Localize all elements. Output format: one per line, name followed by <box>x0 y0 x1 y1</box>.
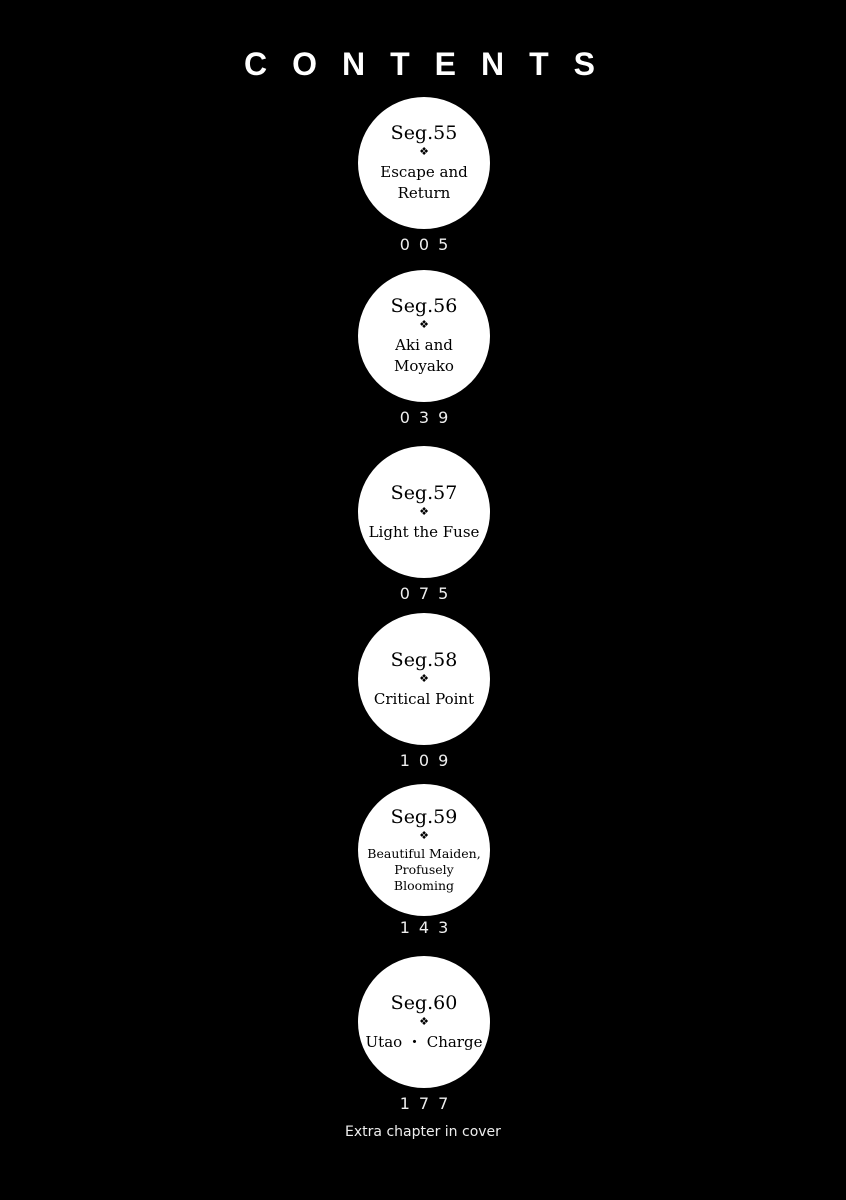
page-number: 177 <box>399 1094 458 1113</box>
ornament-icon: ❖ <box>419 671 429 685</box>
ornament-icon: ❖ <box>419 1014 429 1028</box>
ornament-icon: ❖ <box>419 318 429 331</box>
page-number: 039 <box>399 408 458 427</box>
chapter-entry[interactable]: Seg.58 ❖ Critical Point 109 <box>358 613 490 770</box>
chapter-entry[interactable]: Seg.59 ❖ Beautiful Maiden, Profusely Blo… <box>358 784 490 937</box>
chapter-entry[interactable]: Seg.55 ❖ Escape and Return 005 <box>358 97 490 254</box>
ornament-icon: ❖ <box>419 504 429 518</box>
chapter-number: Seg.57 <box>390 481 458 504</box>
chapter-number: Seg.56 <box>390 295 458 317</box>
ornament-icon: ❖ <box>419 829 429 842</box>
chapter-number: Seg.59 <box>390 806 458 828</box>
chapter-circle: Seg.59 ❖ Beautiful Maiden, Profusely Blo… <box>358 784 490 916</box>
page-number: 109 <box>399 751 458 770</box>
chapter-circle: Seg.60 ❖ Utao ・ Charge <box>358 956 490 1088</box>
page-number: 143 <box>399 918 458 937</box>
chapter-number: Seg.58 <box>390 648 458 671</box>
chapter-title: Beautiful Maiden, Profusely Blooming <box>367 846 481 893</box>
chapter-entry[interactable]: Seg.60 ❖ Utao ・ Charge 177 <box>358 956 490 1113</box>
page-number: 005 <box>399 235 458 254</box>
chapter-number: Seg.60 <box>390 991 458 1014</box>
chapter-circle: Seg.55 ❖ Escape and Return <box>358 97 490 229</box>
chapter-circle: Seg.58 ❖ Critical Point <box>358 613 490 745</box>
chapter-title: Critical Point <box>373 689 475 708</box>
chapter-title: Utao ・ Charge <box>365 1032 483 1051</box>
page-number: 075 <box>399 584 458 603</box>
chapter-number: Seg.55 <box>390 122 458 144</box>
chapter-entry[interactable]: Seg.57 ❖ Light the Fuse 075 <box>358 446 490 603</box>
ornament-icon: ❖ <box>419 145 429 158</box>
chapter-title: Escape and Return <box>380 163 468 202</box>
page-title: CONTENTS <box>244 46 620 82</box>
footer-note: Extra chapter in cover <box>345 1124 501 1140</box>
chapter-title: Aki and Moyako <box>394 336 454 375</box>
chapter-circle: Seg.57 ❖ Light the Fuse <box>358 446 490 578</box>
chapter-circle: Seg.56 ❖ Aki and Moyako <box>358 270 490 402</box>
chapter-title: Light the Fuse <box>368 522 480 541</box>
chapter-entry[interactable]: Seg.56 ❖ Aki and Moyako 039 <box>358 270 490 427</box>
